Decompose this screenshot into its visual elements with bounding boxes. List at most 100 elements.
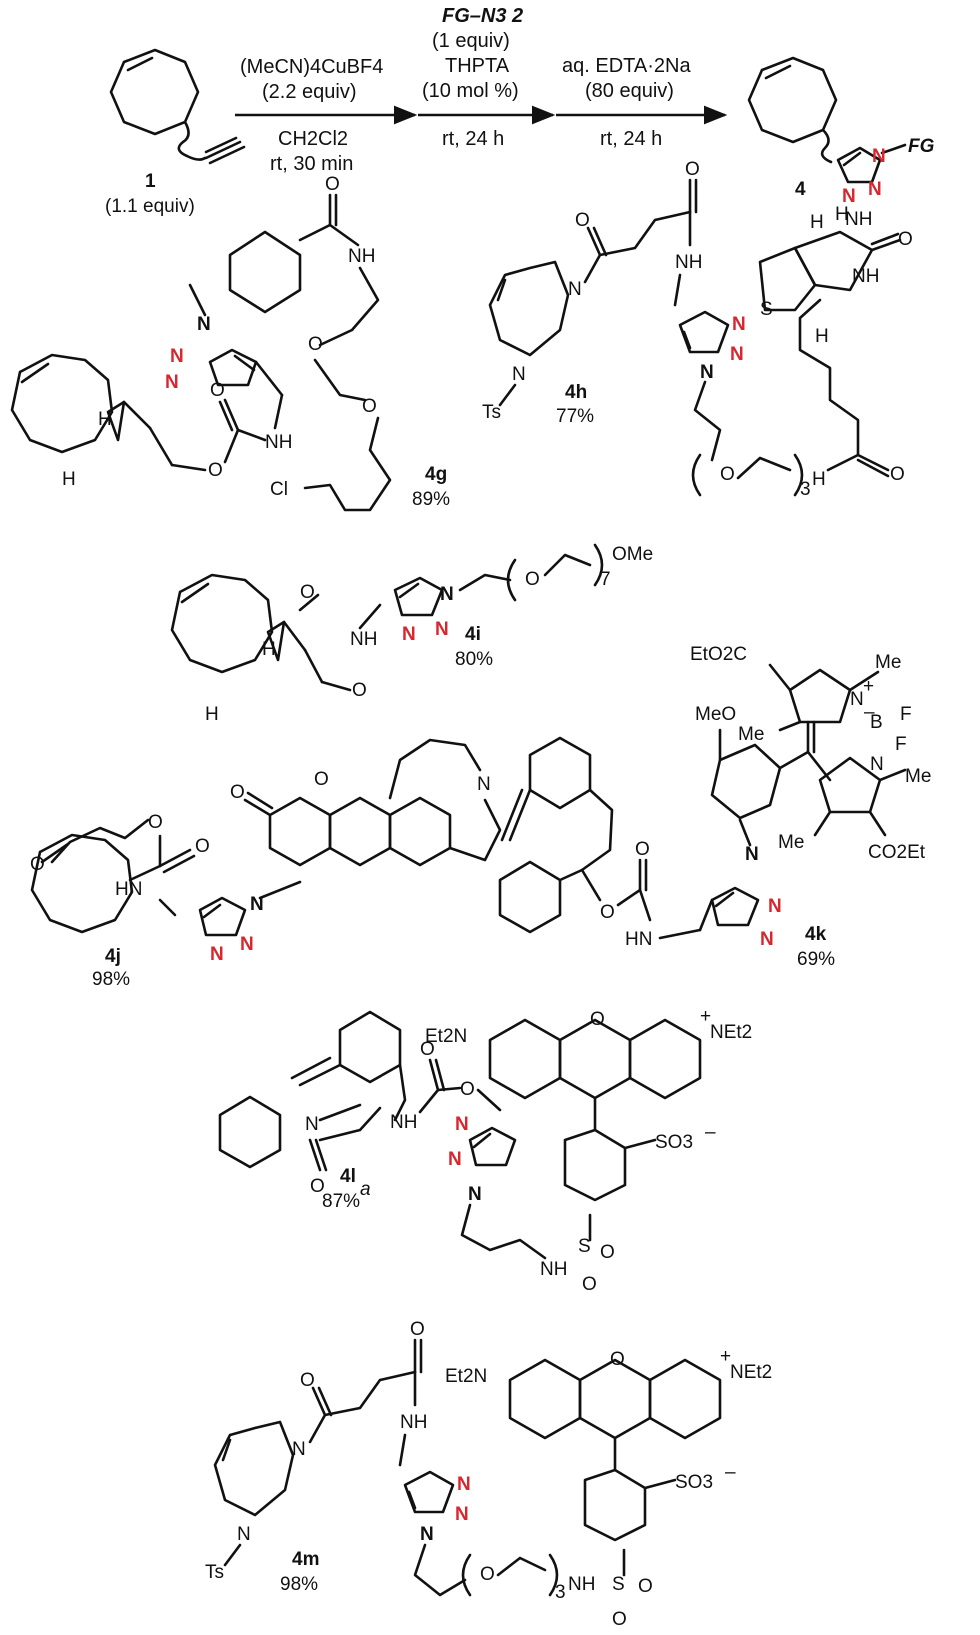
compound-4k-yield: 69% bbox=[797, 949, 835, 970]
svg-text:B: B bbox=[870, 712, 883, 733]
svg-text:H: H bbox=[815, 326, 829, 347]
svg-text:N: N bbox=[730, 344, 744, 365]
reaction-step-2: FG–N3 2 (1 equiv) THPTA (10 mol %) rt, 2… bbox=[418, 5, 556, 150]
svg-text:N: N bbox=[237, 1524, 251, 1545]
svg-text:N: N bbox=[402, 624, 416, 645]
svg-text:N: N bbox=[468, 1184, 482, 1205]
svg-text:N: N bbox=[868, 179, 882, 200]
svg-text:NH: NH bbox=[400, 1412, 427, 1433]
svg-text:HN: HN bbox=[115, 879, 142, 900]
svg-text:N: N bbox=[842, 186, 856, 207]
svg-text:O: O bbox=[314, 769, 329, 790]
svg-text:N: N bbox=[305, 1114, 319, 1135]
compound-4i-label: 4i bbox=[465, 624, 481, 645]
svg-text:H: H bbox=[810, 212, 824, 233]
svg-text:Ts: Ts bbox=[482, 402, 501, 423]
svg-text:+: + bbox=[863, 676, 874, 697]
svg-text:N: N bbox=[568, 279, 582, 300]
svg-text:H: H bbox=[835, 204, 849, 225]
svg-text:NH: NH bbox=[348, 246, 375, 267]
compound-4j-label: 4j bbox=[105, 946, 121, 967]
compound-1-label: 1 bbox=[145, 171, 156, 192]
svg-text:N: N bbox=[732, 314, 746, 335]
compound-4k-label: 4k bbox=[805, 924, 827, 945]
svg-text:O: O bbox=[308, 334, 323, 355]
compound-4j-yield: 98% bbox=[92, 969, 130, 990]
step1-equiv: (2.2 equiv) bbox=[262, 81, 357, 103]
svg-text:Me: Me bbox=[738, 724, 764, 745]
compound-4l-yield: 87% bbox=[322, 1191, 360, 1212]
svg-text:O: O bbox=[148, 812, 163, 833]
svg-text:O: O bbox=[575, 210, 590, 231]
svg-text:N: N bbox=[455, 1504, 469, 1525]
svg-text:NH: NH bbox=[852, 266, 879, 287]
svg-text:Me: Me bbox=[778, 832, 804, 853]
svg-text:O: O bbox=[600, 1242, 615, 1263]
svg-text:N: N bbox=[292, 1439, 306, 1460]
svg-text:O: O bbox=[600, 902, 615, 923]
svg-text:3: 3 bbox=[800, 479, 811, 500]
compound-4h-yield: 77% bbox=[556, 406, 594, 427]
starting-material-1: 1 (1.1 equiv) bbox=[105, 48, 246, 217]
compound-4g: O O NH N N N O NH O O Cl H H 4g 89% bbox=[10, 174, 450, 512]
svg-text:NH: NH bbox=[390, 1112, 417, 1133]
compound-4l: N O NH O O N N N NH S O O O Et2N NEt2 + bbox=[218, 1006, 752, 1295]
svg-text:O: O bbox=[300, 1370, 315, 1391]
svg-text:N: N bbox=[745, 844, 759, 865]
svg-text:O: O bbox=[195, 836, 210, 857]
svg-text:NH: NH bbox=[265, 432, 292, 453]
svg-text:N: N bbox=[870, 754, 884, 775]
svg-text:EtO2C: EtO2C bbox=[690, 644, 747, 665]
svg-text:F: F bbox=[900, 704, 912, 725]
svg-text:7: 7 bbox=[600, 569, 611, 590]
svg-text:O: O bbox=[635, 839, 650, 860]
svg-text:O: O bbox=[230, 782, 245, 803]
svg-text:O: O bbox=[898, 229, 913, 250]
compound-4m-label: 4m bbox=[292, 1549, 319, 1570]
svg-text:NH: NH bbox=[540, 1259, 567, 1280]
svg-text:a: a bbox=[360, 1179, 371, 1200]
svg-text:O: O bbox=[590, 1009, 605, 1030]
compound-4m: N N Ts O O NH N N N O 3 NH S O O O E bbox=[205, 1319, 772, 1630]
svg-text:OMe: OMe bbox=[612, 544, 653, 565]
svg-text:N: N bbox=[700, 362, 714, 383]
step2-time: rt, 24 h bbox=[442, 128, 504, 150]
svg-text:NH: NH bbox=[845, 209, 872, 230]
svg-text:H: H bbox=[812, 469, 826, 490]
svg-text:+: + bbox=[720, 1346, 731, 1367]
svg-text:N: N bbox=[210, 944, 224, 965]
svg-text:N: N bbox=[448, 1149, 462, 1170]
svg-text:N: N bbox=[420, 1524, 434, 1545]
svg-text:CO2Et: CO2Et bbox=[868, 842, 926, 863]
compound-4i: O O NH N N N O 7 OMe H H 4i 80% bbox=[170, 543, 653, 725]
svg-text:N: N bbox=[165, 372, 179, 393]
svg-text:O: O bbox=[525, 569, 540, 590]
svg-text:NEt2: NEt2 bbox=[730, 1362, 772, 1383]
svg-text:–: – bbox=[725, 1462, 736, 1483]
svg-text:O: O bbox=[208, 460, 223, 481]
svg-text:O: O bbox=[890, 464, 905, 485]
svg-text:N: N bbox=[512, 364, 526, 385]
svg-text:O: O bbox=[582, 1274, 597, 1295]
svg-text:–: – bbox=[864, 702, 875, 723]
svg-text:O: O bbox=[685, 159, 700, 180]
svg-text:N: N bbox=[872, 146, 886, 167]
svg-text:N: N bbox=[170, 346, 184, 367]
compound-4g-label: 4g bbox=[425, 464, 447, 485]
svg-text:N: N bbox=[197, 314, 211, 335]
svg-text:H: H bbox=[62, 469, 76, 490]
svg-text:Ts: Ts bbox=[205, 1562, 224, 1583]
svg-text:N: N bbox=[455, 1114, 469, 1135]
compound-1-equiv: (1.1 equiv) bbox=[105, 196, 195, 217]
svg-text:Cl: Cl bbox=[270, 479, 288, 500]
compound-4g-yield: 89% bbox=[412, 489, 450, 510]
svg-text:O: O bbox=[410, 1319, 425, 1340]
svg-text:NH: NH bbox=[675, 252, 702, 273]
svg-text:O: O bbox=[310, 1176, 325, 1197]
svg-text:O: O bbox=[720, 464, 735, 485]
step2-ligand: THPTA bbox=[445, 55, 510, 77]
svg-text:H: H bbox=[205, 704, 219, 725]
svg-text:+: + bbox=[700, 1006, 711, 1027]
step2-azide: FG–N3 2 bbox=[442, 5, 523, 27]
